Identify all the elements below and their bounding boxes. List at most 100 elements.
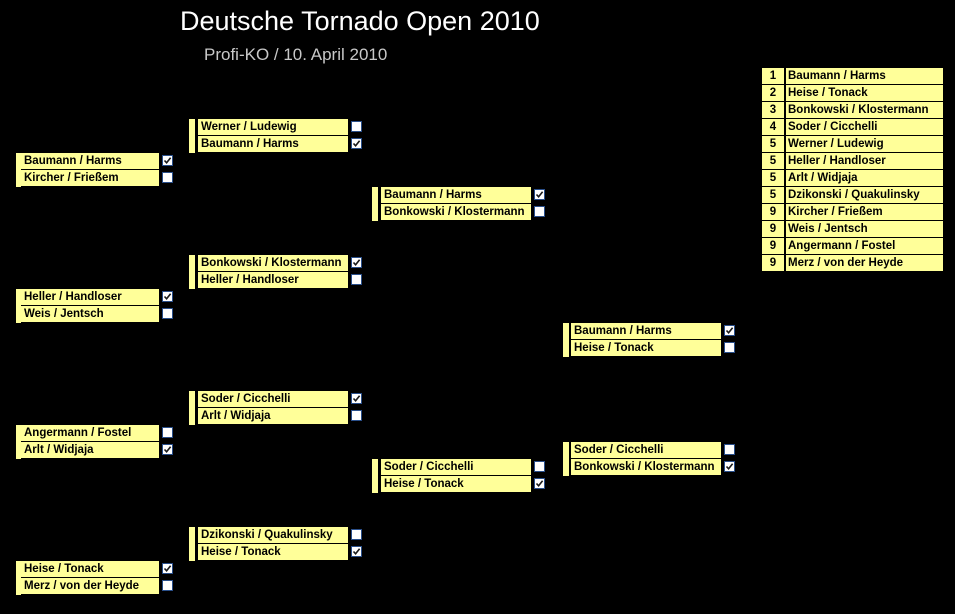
match-entry: Baumann / Harms xyxy=(372,187,548,204)
ranking-place: 5 xyxy=(762,136,784,152)
ranking-place: 9 xyxy=(762,238,784,254)
winner-checkbox-checked[interactable] xyxy=(162,155,173,166)
winner-checkbox[interactable] xyxy=(724,444,735,455)
ranking-team: Arlt / Widjaja xyxy=(786,170,943,186)
winner-checkbox[interactable] xyxy=(534,206,545,217)
team-name: Baumann / Harms xyxy=(198,136,348,153)
bracket-bar xyxy=(189,408,195,425)
match-entry: Heller / Handloser xyxy=(16,289,176,306)
bracket-bar xyxy=(563,323,569,340)
ranking-place: 9 xyxy=(762,221,784,237)
winner-checkbox[interactable] xyxy=(534,461,545,472)
match-entry: Baumann / Harms xyxy=(16,153,176,170)
bracket-bar xyxy=(189,391,195,408)
match-entry: Baumann / Harms xyxy=(563,323,738,340)
team-name: Angermann / Fostel xyxy=(21,425,159,442)
team-name: Heise / Tonack xyxy=(381,476,531,493)
winner-checkbox-checked[interactable] xyxy=(534,189,545,200)
team-name: Werner / Ludewig xyxy=(198,119,348,136)
team-name: Bonkowski / Klostermann xyxy=(571,459,721,476)
bracket-bar xyxy=(189,119,195,136)
winner-checkbox-checked[interactable] xyxy=(162,444,173,455)
ranking-team: Kircher / Frießem xyxy=(786,204,943,220)
winner-checkbox[interactable] xyxy=(351,121,362,132)
match-entry: Baumann / Harms xyxy=(189,136,365,153)
bracket-bar xyxy=(372,187,378,204)
winner-checkbox-checked[interactable] xyxy=(351,546,362,557)
winner-checkbox[interactable] xyxy=(351,529,362,540)
team-name: Soder / Cicchelli xyxy=(198,391,348,408)
ranking-place: 1 xyxy=(762,68,784,84)
ranking-team: Heise / Tonack xyxy=(786,85,943,101)
bracket-bar xyxy=(16,170,22,187)
team-name: Dzikonski / Quakulinsky xyxy=(198,527,348,544)
match-entry: Arlt / Widjaja xyxy=(16,442,176,459)
winner-checkbox[interactable] xyxy=(724,342,735,353)
ranking-team: Bonkowski / Klostermann xyxy=(786,102,943,118)
bracket-bar xyxy=(16,306,22,323)
team-name: Merz / von der Heyde xyxy=(21,578,159,595)
match-entry: Soder / Cicchelli xyxy=(372,459,548,476)
match-entry: Merz / von der Heyde xyxy=(16,578,176,595)
team-name: Soder / Cicchelli xyxy=(571,442,721,459)
winner-checkbox-checked[interactable] xyxy=(162,291,173,302)
winner-checkbox-checked[interactable] xyxy=(724,461,735,472)
team-name: Bonkowski / Klostermann xyxy=(198,255,348,272)
ranking-team: Angermann / Fostel xyxy=(786,238,943,254)
bracket-bar xyxy=(372,476,378,493)
winner-checkbox-checked[interactable] xyxy=(351,393,362,404)
team-name: Heller / Handloser xyxy=(21,289,159,306)
match-entry: Heise / Tonack xyxy=(372,476,548,493)
bracket-bar xyxy=(16,425,22,442)
winner-checkbox-checked[interactable] xyxy=(724,325,735,336)
winner-checkbox[interactable] xyxy=(162,580,173,591)
winner-checkbox-checked[interactable] xyxy=(162,563,173,574)
team-name: Heise / Tonack xyxy=(198,544,348,561)
winner-checkbox-checked[interactable] xyxy=(534,478,545,489)
ranking-place: 4 xyxy=(762,119,784,135)
ranking-team: Weis / Jentsch xyxy=(786,221,943,237)
bracket-bar xyxy=(189,527,195,544)
team-name: Baumann / Harms xyxy=(21,153,159,170)
winner-checkbox[interactable] xyxy=(351,274,362,285)
match-entry: Werner / Ludewig xyxy=(189,119,365,136)
match-entry: Soder / Cicchelli xyxy=(189,391,365,408)
ranking-place: 5 xyxy=(762,153,784,169)
bracket-bar xyxy=(563,340,569,357)
bracket-bar xyxy=(16,578,22,595)
page-title: Deutsche Tornado Open 2010 xyxy=(180,6,540,36)
winner-checkbox[interactable] xyxy=(351,410,362,421)
team-name: Heise / Tonack xyxy=(571,340,721,357)
match-entry: Arlt / Widjaja xyxy=(189,408,365,425)
match-entry: Heise / Tonack xyxy=(16,561,176,578)
bracket-bar xyxy=(189,272,195,289)
match-entry: Angermann / Fostel xyxy=(16,425,176,442)
ranking-place: 3 xyxy=(762,102,784,118)
match-entry: Heise / Tonack xyxy=(563,340,738,357)
winner-checkbox-checked[interactable] xyxy=(351,138,362,149)
winner-checkbox[interactable] xyxy=(162,308,173,319)
team-name: Baumann / Harms xyxy=(381,187,531,204)
ranking-place: 2 xyxy=(762,85,784,101)
match-entry: Bonkowski / Klostermann xyxy=(189,255,365,272)
winner-checkbox[interactable] xyxy=(162,427,173,438)
bracket-bar xyxy=(189,544,195,561)
ranking-team: Merz / von der Heyde xyxy=(786,255,943,271)
bracket-bar xyxy=(372,204,378,221)
winner-checkbox-checked[interactable] xyxy=(351,257,362,268)
bracket-bar xyxy=(16,442,22,459)
team-name: Arlt / Widjaja xyxy=(21,442,159,459)
bracket-bar xyxy=(563,442,569,459)
winner-checkbox[interactable] xyxy=(162,172,173,183)
ranking-team: Werner / Ludewig xyxy=(786,136,943,152)
